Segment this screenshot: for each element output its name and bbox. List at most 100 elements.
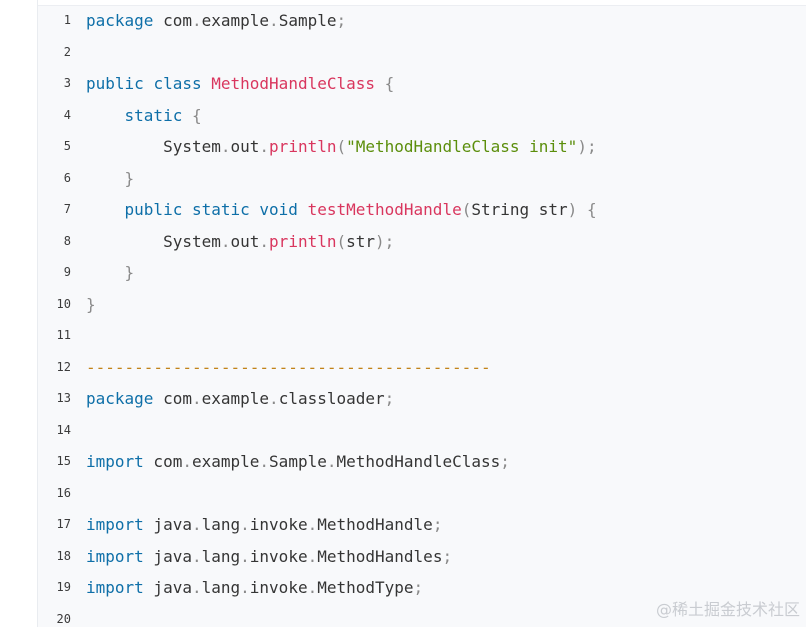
code-token: public <box>124 200 183 219</box>
code-line: 8 System.out.println(str); <box>38 226 806 258</box>
line-number: 10 <box>56 296 71 311</box>
code-text: import java.lang.invoke.MethodType; <box>86 572 423 604</box>
code-token: import <box>86 546 144 566</box>
line-number: 14 <box>56 422 71 437</box>
code-token <box>144 74 154 93</box>
code-text: import java.lang.invoke.MethodHandles; <box>86 541 452 573</box>
code-token: Sample <box>278 11 337 30</box>
code-token: MethodHandle <box>317 515 433 534</box>
code-token: . <box>191 389 202 408</box>
code-text: System.out.println("MethodHandleClass in… <box>86 131 597 163</box>
line-number: 16 <box>56 485 71 500</box>
code-token: static <box>124 105 183 125</box>
code-token: import <box>86 515 144 534</box>
code-token: invoke <box>249 515 308 534</box>
line-number: 3 <box>63 76 71 90</box>
code-token <box>375 74 385 93</box>
code-text: } <box>86 163 135 195</box>
line-number: 12 <box>56 359 71 374</box>
code-token: invoke <box>249 578 308 597</box>
code-token: String str <box>471 200 568 219</box>
code-text: public class MethodHandleClass { <box>86 68 394 100</box>
code-line: 4 static { <box>38 100 806 132</box>
code-token: com <box>153 11 192 30</box>
code-token: ; <box>384 389 395 408</box>
code-token: ; <box>432 515 443 534</box>
code-token: ) <box>567 200 578 219</box>
code-token: lang <box>201 515 241 534</box>
code-token: ( <box>336 137 347 156</box>
code-token: example <box>201 11 270 30</box>
code-token: . <box>240 578 250 597</box>
code-token: package <box>86 11 154 30</box>
code-token: ----------------------------------------… <box>86 357 491 377</box>
code-token: str <box>346 231 376 251</box>
code-token: public <box>86 74 144 93</box>
code-token: . <box>259 231 270 251</box>
code-token: System <box>86 231 221 251</box>
code-token: . <box>259 137 270 156</box>
code-token: } <box>124 168 135 188</box>
code-text: public static void testMethodHandle(Stri… <box>86 194 597 226</box>
code-text: System.out.println(str); <box>86 226 394 258</box>
line-number: 7 <box>63 202 71 216</box>
line-number: 8 <box>63 233 71 248</box>
code-text: ----------------------------------------… <box>86 352 491 384</box>
code-token: out <box>230 231 260 251</box>
line-number: 11 <box>56 328 71 342</box>
code-token: } <box>124 263 135 282</box>
line-number: 9 <box>63 265 71 279</box>
code-token: . <box>191 11 202 30</box>
code-text: import com.example.Sample.MethodHandleCl… <box>86 446 510 478</box>
code-text: } <box>86 257 135 289</box>
line-number: 18 <box>56 548 71 563</box>
watermark: @稀土掘金技术社区 <box>655 600 800 619</box>
code-token: ( <box>461 200 472 219</box>
code-token <box>86 169 125 188</box>
code-token: MethodHandleClass <box>211 74 376 93</box>
code-token <box>182 200 192 219</box>
line-number: 19 <box>56 580 71 594</box>
code-text: package com.example.classloader; <box>86 383 394 415</box>
line-number: 5 <box>63 139 71 153</box>
code-token: lang <box>201 578 241 597</box>
code-token <box>86 200 125 219</box>
code-token: ; <box>500 452 510 471</box>
code-token: "MethodHandleClass init" <box>346 137 578 156</box>
code-token <box>250 200 260 219</box>
code-token: package <box>86 389 154 408</box>
code-token: . <box>191 515 202 534</box>
line-number: 17 <box>56 517 71 531</box>
code-token: java <box>143 546 192 566</box>
code-token <box>298 200 308 219</box>
code-token: java <box>143 578 192 597</box>
code-token: class <box>153 74 202 93</box>
code-line: 2 <box>38 37 806 69</box>
code-token: example <box>191 452 260 471</box>
code-token: static <box>191 200 250 219</box>
code-token: MethodType <box>317 578 414 597</box>
code-token: . <box>269 11 279 30</box>
code-line: 16 <box>38 478 806 510</box>
code-line: 11 <box>38 320 806 352</box>
code-text: import java.lang.invoke.MethodHandle; <box>86 509 442 541</box>
code-token: ; <box>413 578 424 597</box>
code-token: out <box>230 137 260 156</box>
code-token: . <box>220 137 231 156</box>
line-number: 6 <box>63 170 71 185</box>
code-token <box>86 263 125 282</box>
code-line: 6 } <box>38 163 806 195</box>
line-number: 4 <box>63 107 71 122</box>
line-number: 1 <box>63 13 71 27</box>
code-token: . <box>182 452 192 471</box>
code-token: import <box>86 578 144 597</box>
code-line: 3 public class MethodHandleClass { <box>38 68 806 100</box>
